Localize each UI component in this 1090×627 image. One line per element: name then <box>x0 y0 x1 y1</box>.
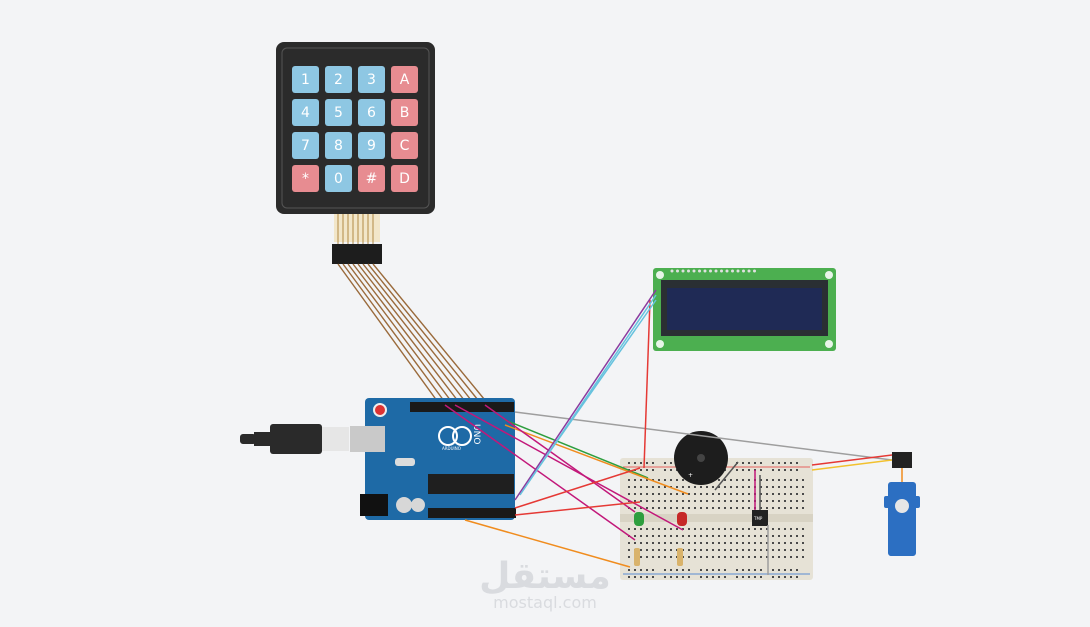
keypad-key[interactable]: * <box>292 165 319 192</box>
reset-button[interactable] <box>373 403 387 417</box>
keypad-key[interactable]: 6 <box>358 99 385 126</box>
keypad-key-label: 3 <box>367 72 376 88</box>
led-green-icon[interactable] <box>634 512 644 526</box>
keypad-key-label: 0 <box>334 171 343 187</box>
usb-port[interactable] <box>350 426 385 452</box>
keypad-key[interactable]: # <box>358 165 385 192</box>
keypad-key[interactable]: 3 <box>358 66 385 93</box>
arduino-logo-icon <box>438 426 458 446</box>
tmp-label: TMP <box>753 516 763 521</box>
keypad-icon[interactable]: 1 2 3 A 4 5 6 B 7 8 9 C * 0 # D <box>276 42 435 264</box>
servo-icon[interactable] <box>884 452 920 556</box>
resistor-icon <box>634 548 683 566</box>
keypad-key-label: 6 <box>367 105 376 121</box>
svg-text:+: + <box>688 472 693 479</box>
keypad-key[interactable]: 2 <box>325 66 352 93</box>
keypad-key[interactable]: 4 <box>292 99 319 126</box>
keypad-key[interactable]: 9 <box>358 132 385 159</box>
keypad-key-label: D <box>399 171 410 187</box>
keypad-key[interactable]: 7 <box>292 132 319 159</box>
atmega-chip <box>428 474 514 494</box>
keypad-keys: 1 2 3 A 4 5 6 B 7 8 9 C * 0 # D <box>292 66 418 192</box>
watermark: مستقل mostaql.com <box>479 556 611 612</box>
buzzer-icon[interactable]: + <box>674 431 728 485</box>
keypad-key[interactable]: 5 <box>325 99 352 126</box>
keypad-key[interactable]: 0 <box>325 165 352 192</box>
keypad-key[interactable]: C <box>391 132 418 159</box>
lcd-icon[interactable] <box>653 268 836 351</box>
lcd-screen <box>667 288 822 330</box>
keypad-key[interactable]: 8 <box>325 132 352 159</box>
keypad-key-label: 8 <box>334 138 343 154</box>
keypad-key[interactable]: B <box>391 99 418 126</box>
keypad-key-label: 9 <box>367 138 376 154</box>
keypad-key-label: * <box>302 171 309 187</box>
usb-cable-icon <box>240 424 349 454</box>
keypad-key[interactable]: A <box>391 66 418 93</box>
keypad-key-label: # <box>366 171 378 187</box>
led-red-icon[interactable] <box>677 512 687 526</box>
breadboard-icon[interactable] <box>620 458 813 580</box>
power-jack[interactable] <box>360 494 388 516</box>
keypad-wires <box>337 263 490 406</box>
keypad-key-label: C <box>400 138 410 154</box>
watermark-latin: mostaql.com <box>493 593 597 612</box>
arduino-icon[interactable]: ARDUINO UNO <box>350 398 516 520</box>
connection-wires <box>444 289 893 575</box>
keypad-key-label: 5 <box>334 105 343 121</box>
arduino-model: UNO <box>471 424 481 444</box>
keypad-key-label: 2 <box>334 72 343 88</box>
keypad-key-label: B <box>400 105 410 121</box>
keypad-key-label: A <box>400 72 410 88</box>
keypad-key[interactable]: D <box>391 165 418 192</box>
keypad-key-label: 1 <box>301 72 310 88</box>
watermark-arabic: مستقل <box>479 556 611 597</box>
keypad-key-label: 4 <box>301 105 310 121</box>
keypad-key-label: 7 <box>301 138 310 154</box>
tmp-sensor-icon[interactable]: TMP <box>752 510 768 526</box>
keypad-connector <box>332 244 382 264</box>
keypad-key[interactable]: 1 <box>292 66 319 93</box>
arduino-logo-text: ARDUINO <box>442 446 461 451</box>
